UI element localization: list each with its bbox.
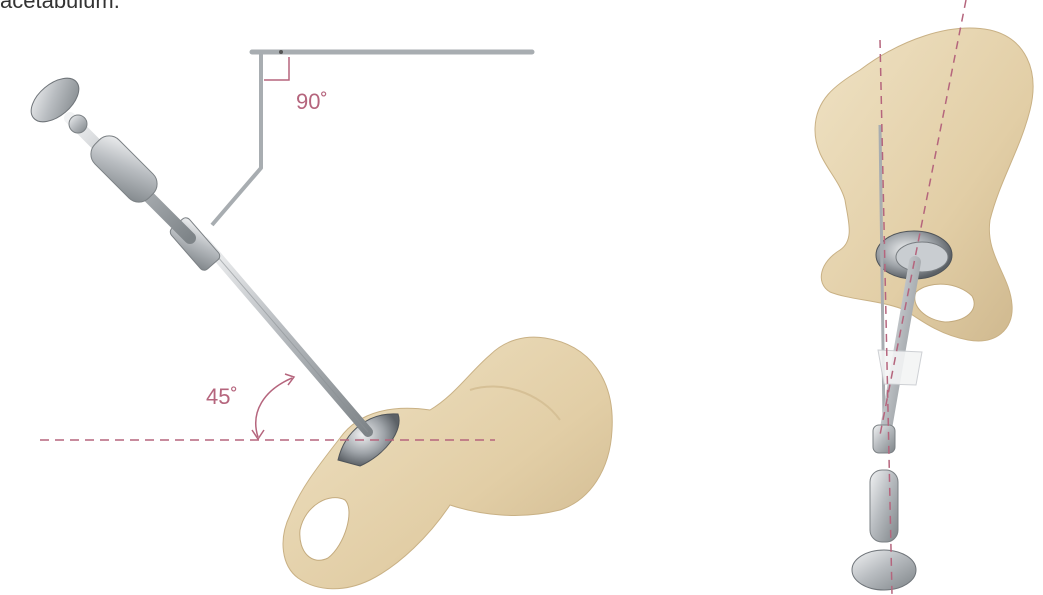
pelvis-bone-right	[815, 28, 1033, 341]
angle-arc-45	[252, 374, 294, 439]
alignment-guide-left	[212, 50, 532, 225]
pelvis-bone-left	[283, 337, 612, 589]
left-figure: 90˚ 45˚	[23, 50, 612, 589]
impactor-right	[852, 262, 922, 590]
angle-label-45: 45˚	[206, 384, 238, 409]
right-figure	[815, 0, 1033, 595]
angle-label-90: 90˚	[296, 89, 328, 114]
impactor-left	[23, 70, 368, 432]
right-angle-marker	[264, 57, 289, 80]
